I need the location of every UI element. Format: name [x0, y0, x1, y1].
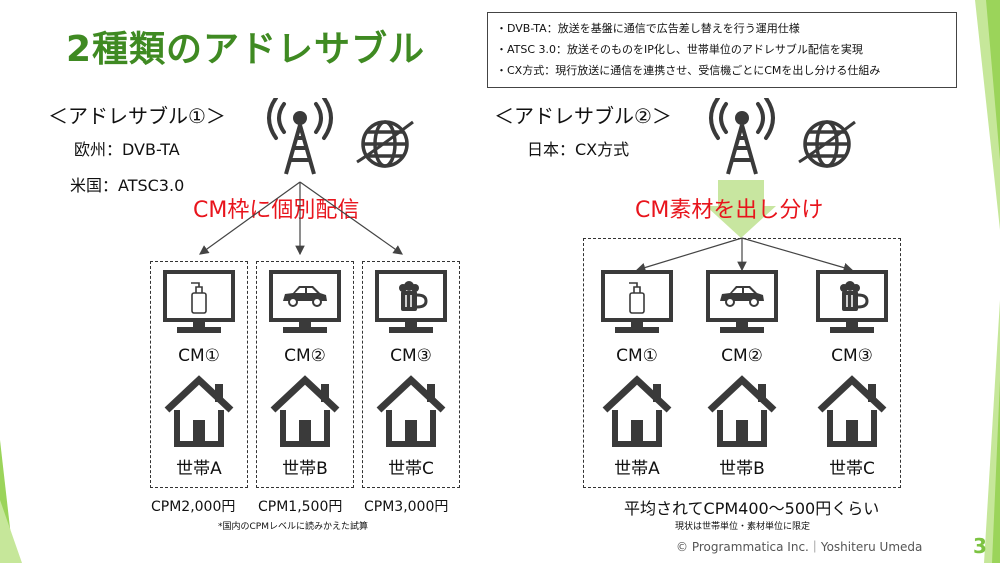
- price-c: CPM3,000円: [364, 499, 449, 515]
- right-unit-3: CM③ 世帯C: [806, 270, 898, 480]
- cm-label: CM②: [284, 346, 326, 366]
- car-icon: [720, 286, 764, 307]
- household-label: 世帯C: [829, 459, 875, 479]
- monitor-icon: [375, 270, 447, 333]
- household-label: 世帯B: [282, 459, 328, 479]
- car-icon: [283, 286, 327, 307]
- antenna-icon: [709, 98, 775, 175]
- globe-icon: [356, 120, 414, 168]
- household-label: 世帯C: [388, 459, 434, 479]
- right-unit-2: CM② 世帯B: [696, 270, 788, 480]
- house-icon: [817, 375, 887, 447]
- footer-copyright: © Programmatica Inc.｜Yoshiteru Umeda: [676, 540, 923, 554]
- household-label: 世帯A: [614, 459, 660, 479]
- house-icon: [270, 375, 340, 447]
- right-unit-1: CM① 世帯A: [591, 270, 683, 480]
- globe-icon: [798, 120, 856, 168]
- household-label: 世帯B: [719, 459, 765, 479]
- monitor-icon: [706, 270, 778, 333]
- left-unit-box-b: [256, 261, 354, 488]
- cm-label: CM③: [831, 346, 873, 366]
- page-title: 2種類のアドレサブル: [66, 29, 426, 70]
- monitor-icon: [601, 270, 673, 333]
- notes-box: ・DVB-TA：放送を基盤に通信で広告差し替えを行う運用仕様 ・ATSC 3.0…: [487, 12, 957, 88]
- monitor-icon: [163, 270, 235, 333]
- note-cx: ・CX方式：現行放送に通信を連携させ、受信機ごとにCMを出し分ける仕組み: [496, 64, 881, 77]
- beer-icon: [399, 281, 428, 311]
- monitor-icon: [269, 270, 341, 333]
- right-caption: CM素材を出し分け: [635, 198, 824, 223]
- house-icon: [602, 375, 672, 447]
- bottle-icon: [629, 282, 645, 314]
- page-number: 3: [973, 534, 987, 558]
- cm-label: CM①: [178, 346, 220, 366]
- price-b: CPM1,500円: [258, 499, 343, 515]
- house-icon: [707, 375, 777, 447]
- house-icon: [376, 375, 446, 447]
- left-region-europe: 欧州：DVB-TA: [74, 140, 180, 159]
- bottle-icon: [191, 282, 207, 314]
- note-atsc: ・ATSC 3.0：放送そのものをIP化し、世帯単位のアドレサブル配信を実現: [496, 43, 863, 56]
- left-footnote: *国内のCPMレベルに読みかえた試算: [218, 522, 368, 532]
- right-note: 現状は世帯単位・素材単位に限定: [675, 522, 811, 532]
- left-unit-3: CM③ 世帯C: [365, 270, 457, 480]
- left-unit-1: CM① 世帯A: [153, 270, 245, 480]
- beer-icon: [840, 281, 869, 311]
- left-unit-box-c: [362, 261, 460, 488]
- house-icon: [164, 375, 234, 447]
- note-dvb-ta: ・DVB-TA：放送を基盤に通信で広告差し替えを行う運用仕様: [496, 22, 800, 35]
- right-summary: 平均されてCPM400〜500円くらい: [624, 499, 880, 518]
- left-caption: CM枠に個別配信: [193, 198, 360, 223]
- left-region-us: 米国：ATSC3.0: [70, 176, 185, 195]
- left-unit-2: CM② 世帯B: [259, 270, 351, 480]
- cm-label: CM②: [721, 346, 763, 366]
- right-heading: ＜アドレサブル②＞: [494, 104, 672, 128]
- price-a: CPM2,000円: [151, 499, 236, 515]
- cm-label: CM③: [390, 346, 432, 366]
- antenna-icon: [267, 98, 333, 175]
- right-region-japan: 日本：CX方式: [527, 140, 630, 159]
- left-heading: ＜アドレサブル①＞: [48, 104, 226, 128]
- household-label: 世帯A: [176, 459, 222, 479]
- monitor-icon: [816, 270, 888, 333]
- cm-label: CM①: [616, 346, 658, 366]
- right-unit-box: [583, 238, 901, 488]
- green-down-arrow: [706, 180, 776, 238]
- left-unit-box-a: [150, 261, 248, 488]
